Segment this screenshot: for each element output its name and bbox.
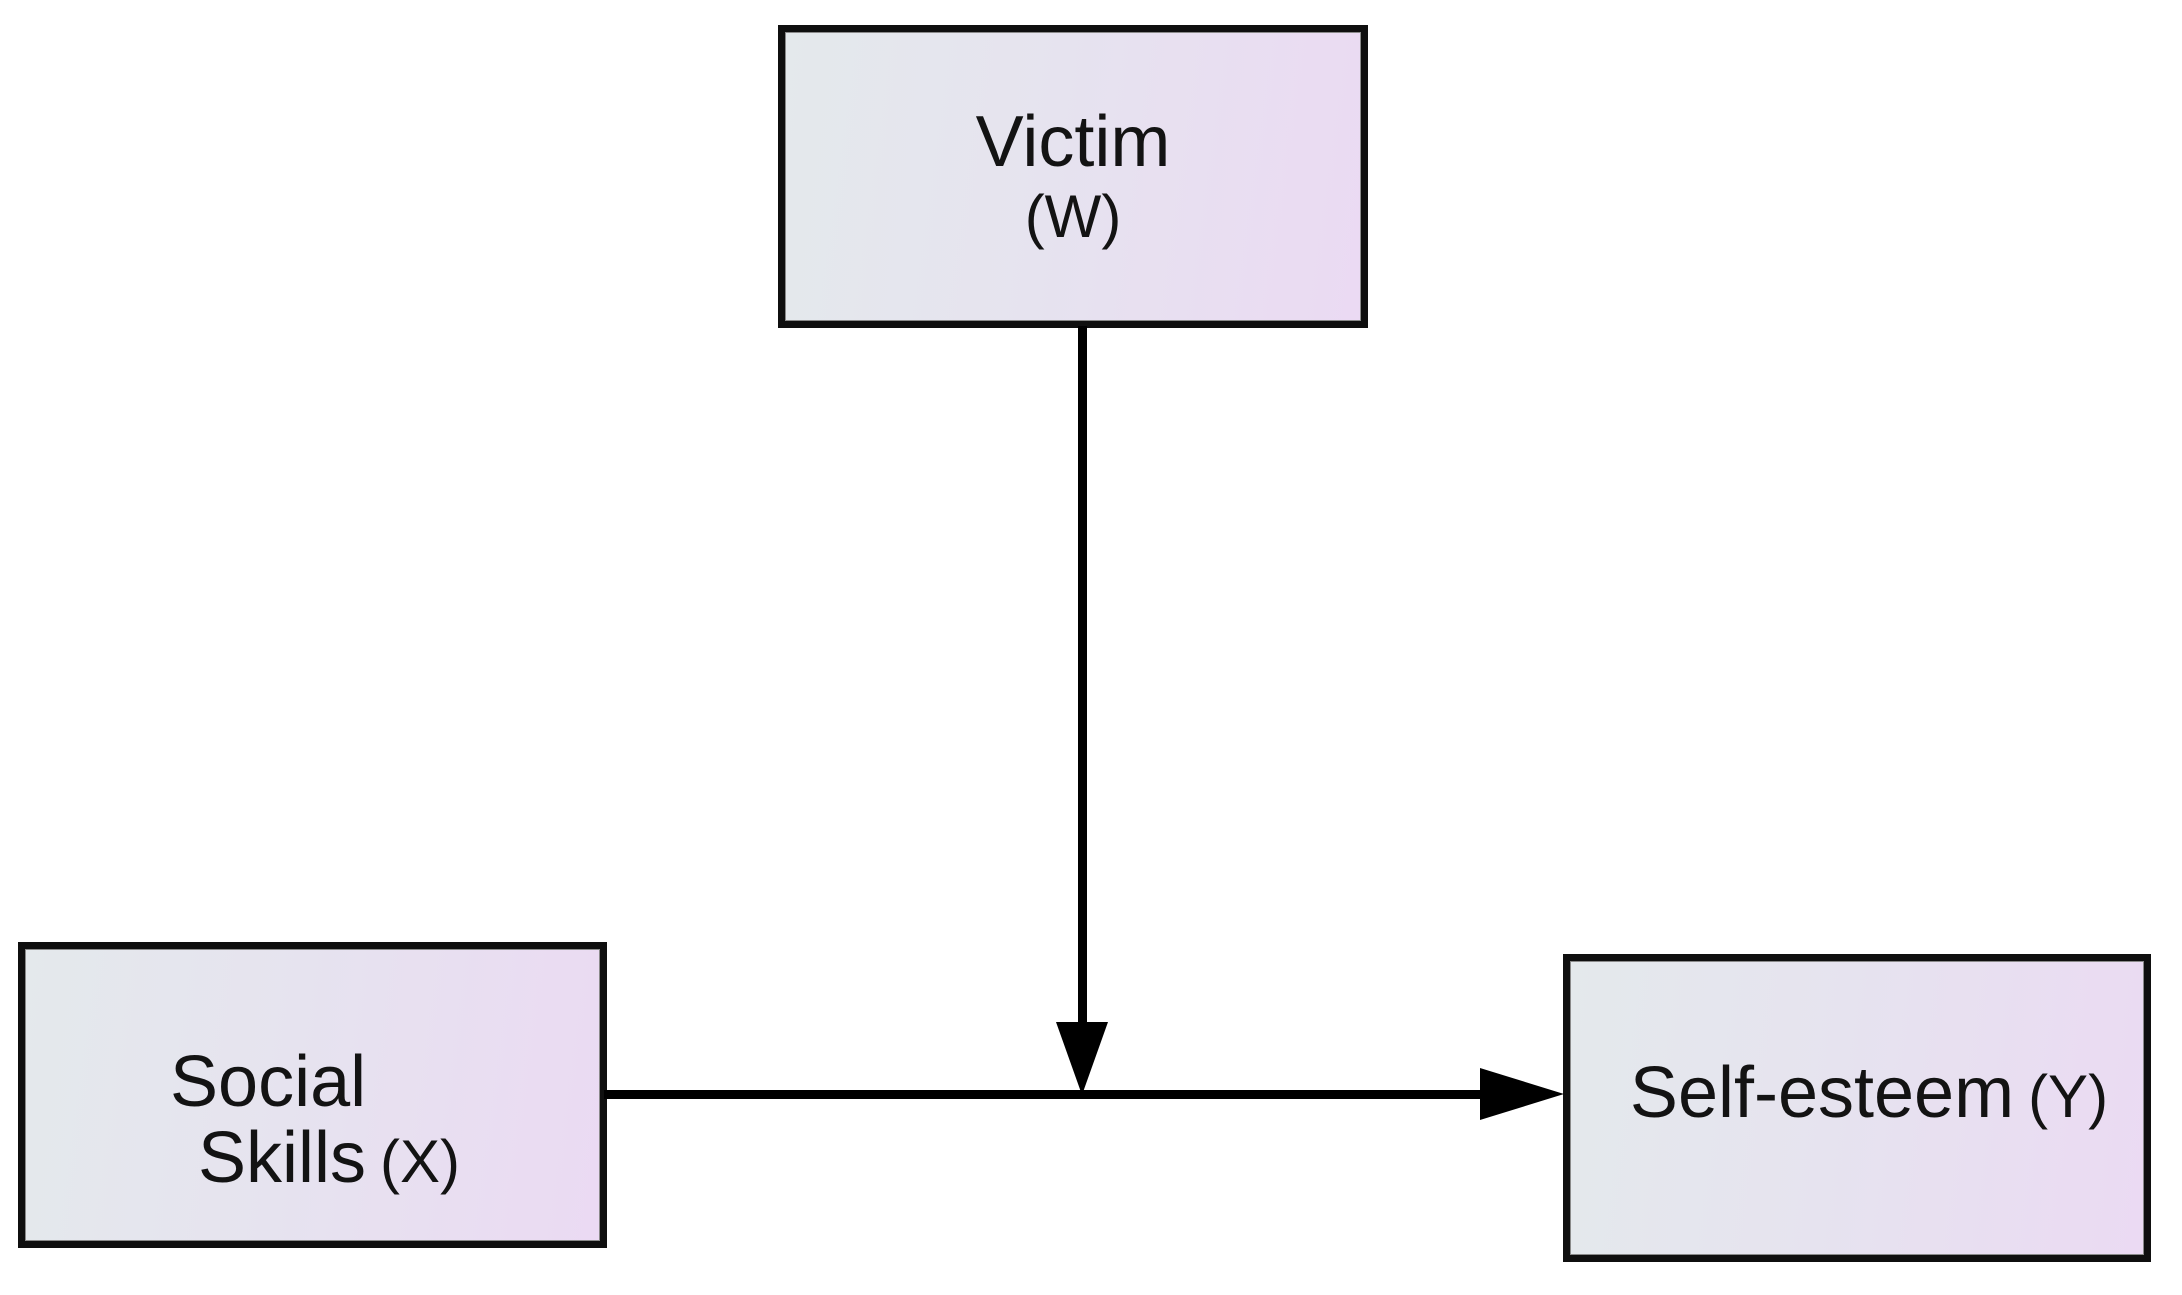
direct-path-line [604, 1090, 1484, 1099]
victim-label: Victim [975, 102, 1171, 183]
social-skills-label-block: Social Skills(X) [170, 1042, 460, 1198]
node-victim: Victim (W) [778, 25, 1368, 328]
self-esteem-label-block: Self-esteem(Y) [1629, 1053, 2109, 1134]
social-skills-label-word: Skills [198, 1117, 367, 1198]
social-skills-label-line2: Skills(X) [170, 1117, 460, 1198]
moderation-path-arrowhead-icon [1056, 1022, 1108, 1095]
self-esteem-symbol: (Y) [2028, 1063, 2109, 1131]
moderation-path-line [1078, 326, 1087, 1026]
node-social-skills: Social Skills(X) [18, 942, 607, 1248]
node-self-esteem: Self-esteem(Y) [1563, 954, 2151, 1262]
self-esteem-label: Self-esteem [1629, 1053, 2015, 1134]
direct-path-arrowhead-icon [1480, 1068, 1564, 1120]
social-skills-symbol: (X) [380, 1127, 460, 1195]
social-skills-label-line1: Social [170, 1042, 367, 1122]
victim-symbol: (W) [1024, 182, 1122, 250]
